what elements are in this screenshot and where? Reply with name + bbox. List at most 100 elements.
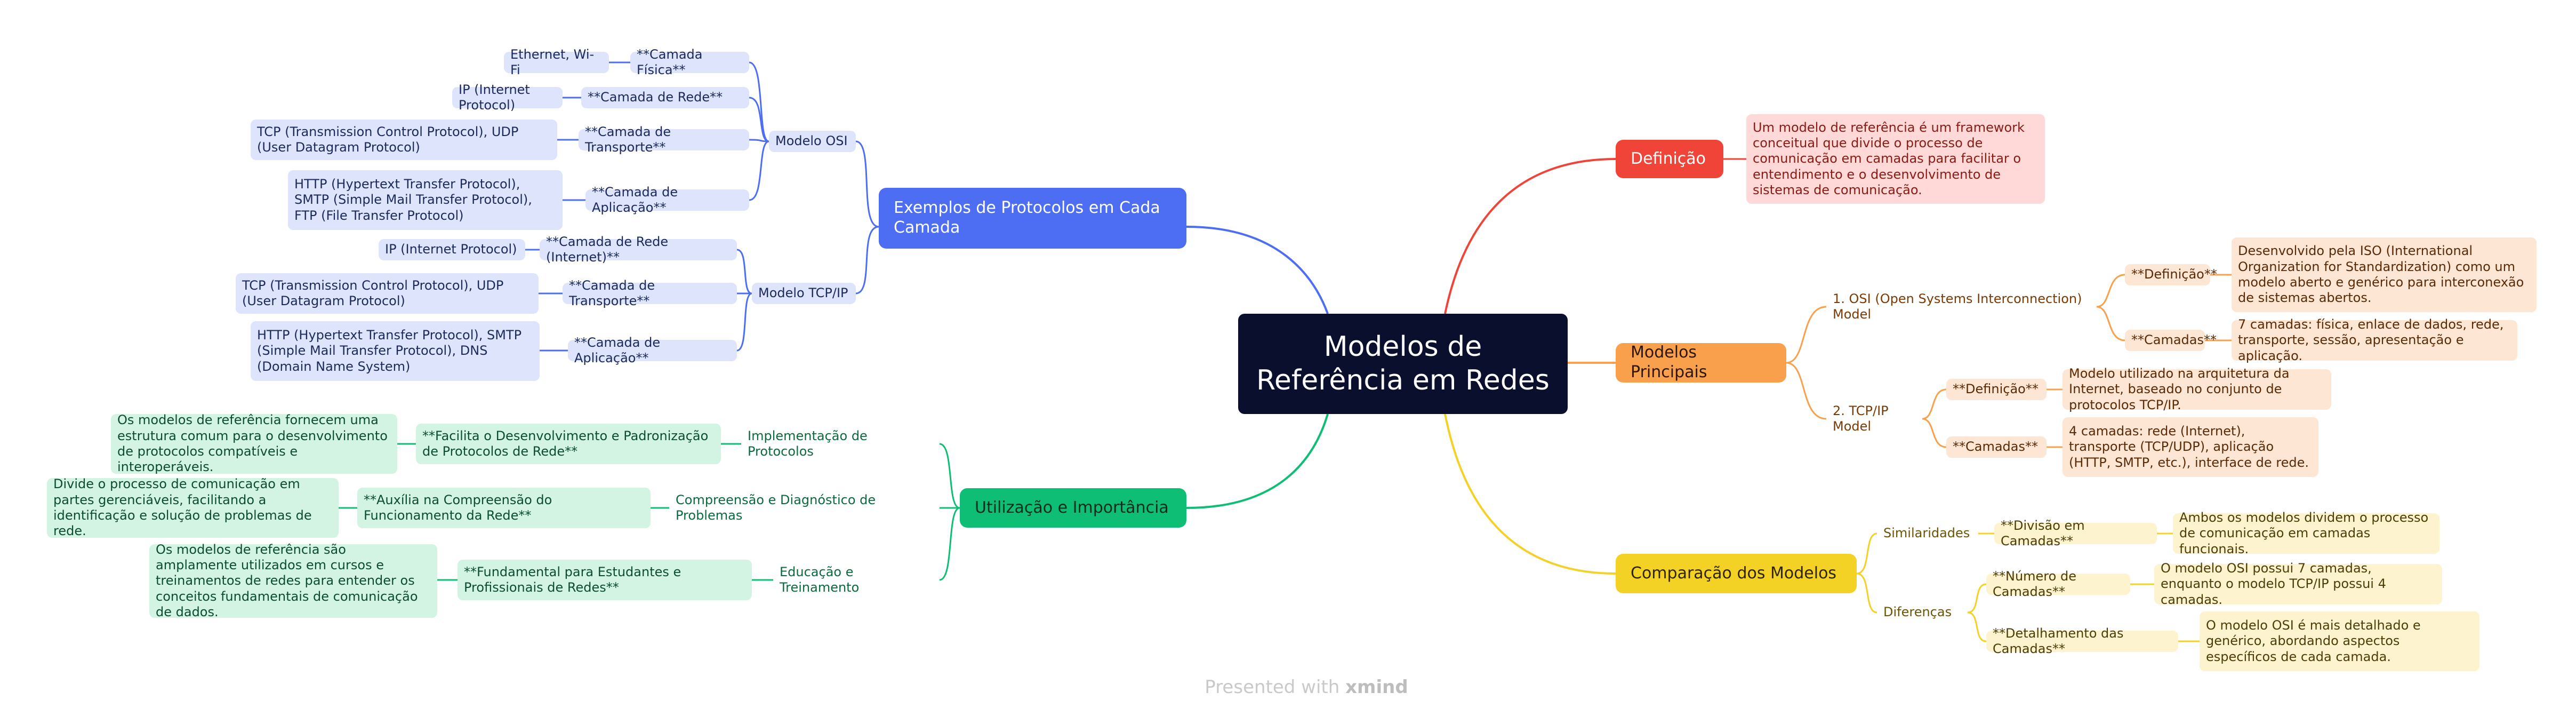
topic-utilizacao-importancia-label: Utilização e Importância: [975, 498, 1169, 517]
utilizacao-educacao-text-label: Os modelos de referência são amplamente …: [156, 542, 418, 619]
modelos-osi-camadas-text-label: 7 camadas: física, enlace de dados, rede…: [2238, 317, 2504, 363]
modelos-osi-definicao-text[interactable]: Desenvolvido pela ISO (International Org…: [2232, 237, 2537, 312]
comparacao-similaridades-label: Similaridades: [1883, 526, 1970, 541]
comparacao-numero-camadas-text[interactable]: O modelo OSI possui 7 camadas, enquanto …: [2154, 561, 2442, 607]
protocolos-osi-fisica-ex-label: Ethernet, Wi-Fi: [510, 46, 595, 77]
protocolos-osi-rede-ex-label: IP (Internet Protocol): [459, 82, 530, 113]
protocolos-osi-transporte-ex-label: TCP (Transmission Control Protocol), UDP…: [257, 124, 519, 155]
protocolos-tcp-aplicacao-ex[interactable]: HTTP (Hypertext Transfer Protocol), SMTP…: [251, 321, 540, 381]
utilizacao-implementacao-sub-label: **Facilita o Desenvolvimento e Padroniza…: [422, 428, 709, 459]
topic-modelos-principais[interactable]: Modelos Principais: [1616, 343, 1786, 383]
utilizacao-educacao-label: Educação e Treinamento: [780, 564, 860, 595]
definicao-text[interactable]: Um modelo de referência é um framework c…: [1746, 114, 2045, 204]
protocolos-osi-rede-ex[interactable]: IP (Internet Protocol): [452, 82, 563, 113]
utilizacao-compreensao-label: Compreensão e Diagnóstico de Problemas: [676, 492, 876, 523]
protocolos-osi-aplicacao-ex[interactable]: HTTP (Hypertext Transfer Protocol), SMTP…: [288, 170, 563, 230]
modelos-tcpip-camadas-label: **Camadas**: [1953, 439, 2038, 455]
modelos-tcpip-definicao-text-label: Modelo utilizado na arquitetura da Inter…: [2069, 366, 2290, 412]
modelos-tcpip-label: 2. TCP/IP Model: [1833, 403, 1889, 434]
protocolos-osi-aplicacao-ex-label: HTTP (Hypertext Transfer Protocol), SMTP…: [294, 177, 532, 223]
protocolos-tcp-aplicacao[interactable]: **Camada de Aplicação**: [568, 335, 737, 365]
utilizacao-implementacao-label: Implementação de Protocolos: [748, 428, 868, 459]
comparacao-detalhamento-label: **Detalhamento das Camadas**: [1993, 625, 2124, 656]
modelos-osi[interactable]: 1. OSI (Open Systems Interconnection) Mo…: [1826, 291, 2097, 322]
utilizacao-educacao-text[interactable]: Os modelos de referência são amplamente …: [149, 542, 437, 619]
root-topic-label: Modelos de Referência em Redes: [1256, 330, 1550, 396]
modelos-osi-definicao[interactable]: **Definição**: [2125, 264, 2217, 285]
protocolos-tcp-aplicacao-label: **Camada de Aplicação**: [574, 335, 661, 365]
utilizacao-implementacao-sub[interactable]: **Facilita o Desenvolvimento e Padroniza…: [416, 424, 721, 464]
comparacao-detalhamento-text[interactable]: O modelo OSI é mais detalhado e genérico…: [2200, 611, 2479, 671]
utilizacao-implementacao[interactable]: Implementação de Protocolos: [741, 428, 940, 459]
protocolos-osi-aplicacao[interactable]: **Camada de Aplicação**: [585, 185, 749, 215]
xmind-logo: xmind: [1345, 677, 1408, 698]
comparacao-detalhamento-text-label: O modelo OSI é mais detalhado e genérico…: [2206, 618, 2421, 664]
comparacao-divisao-label: **Divisão em Camadas**: [2001, 518, 2085, 548]
protocolos-osi-transporte-label: **Camada de Transporte**: [585, 124, 671, 155]
comparacao-numero-camadas-text-label: O modelo OSI possui 7 camadas, enquanto …: [2161, 561, 2386, 607]
protocolos-tcp-transporte-ex[interactable]: TCP (Transmission Control Protocol), UDP…: [236, 273, 539, 314]
comparacao-numero-camadas-label: **Número de Camadas**: [1993, 568, 2076, 599]
protocolos-osi-aplicacao-label: **Camada de Aplicação**: [592, 184, 678, 215]
utilizacao-compreensao-text[interactable]: Divide o processo de comunicação em part…: [47, 476, 339, 539]
utilizacao-educacao-sub[interactable]: **Fundamental para Estudantes e Profissi…: [458, 560, 752, 600]
modelos-osi-definicao-text-label: Desenvolvido pela ISO (International Org…: [2238, 243, 2524, 306]
modelos-osi-camadas-text[interactable]: 7 camadas: física, enlace de dados, rede…: [2232, 317, 2517, 363]
protocolos-modelo-osi-label: Modelo OSI: [775, 133, 848, 149]
footer-prefix: Presented with: [1205, 677, 1346, 698]
protocolos-tcp-rede-ex[interactable]: IP (Internet Protocol): [379, 239, 525, 260]
topic-utilizacao-importancia[interactable]: Utilização e Importância: [960, 488, 1186, 528]
protocolos-osi-rede-label: **Camada de Rede**: [588, 90, 723, 105]
modelos-osi-camadas-label: **Camadas**: [2131, 332, 2217, 348]
comparacao-diferencas-label: Diferenças: [1883, 604, 1952, 620]
protocolos-modelo-tcpip-label: Modelo TCP/IP: [758, 285, 848, 301]
protocolos-osi-rede[interactable]: **Camada de Rede**: [581, 87, 749, 108]
protocolos-tcp-transporte[interactable]: **Camada de Transporte**: [563, 278, 737, 308]
utilizacao-educacao-sub-label: **Fundamental para Estudantes e Profissi…: [464, 564, 681, 595]
utilizacao-implementacao-text-label: Os modelos de referência fornecem uma es…: [117, 412, 388, 475]
utilizacao-compreensao-text-label: Divide o processo de comunicação em part…: [53, 476, 312, 539]
protocolos-tcp-aplicacao-ex-label: HTTP (Hypertext Transfer Protocol), SMTP…: [257, 328, 522, 374]
comparacao-similaridades[interactable]: Similaridades: [1877, 523, 1978, 544]
protocolos-osi-fisica-ex[interactable]: Ethernet, Wi-Fi: [504, 47, 609, 77]
protocolos-modelo-osi[interactable]: Modelo OSI: [769, 131, 856, 152]
comparacao-numero-camadas[interactable]: **Número de Camadas**: [1986, 569, 2130, 599]
definicao-text-label: Um modelo de referência é um framework c…: [1753, 120, 2025, 197]
modelos-osi-definicao-label: **Definição**: [2131, 267, 2217, 282]
topic-definicao-label: Definição: [1631, 149, 1706, 168]
protocolos-tcp-transporte-ex-label: TCP (Transmission Control Protocol), UDP…: [242, 277, 504, 308]
utilizacao-compreensao-sub[interactable]: **Auxília na Compreensão do Funcionament…: [357, 488, 651, 528]
root-topic[interactable]: Modelos de Referência em Redes: [1238, 314, 1568, 414]
topic-definicao[interactable]: Definição: [1616, 140, 1723, 178]
modelos-tcpip[interactable]: 2. TCP/IP Model: [1826, 403, 1922, 434]
topic-comparacao[interactable]: Comparação dos Modelos: [1616, 554, 1857, 593]
modelos-tcpip-camadas-text[interactable]: 4 camadas: rede (Internet), transporte (…: [2063, 417, 2318, 477]
topic-comparacao-label: Comparação dos Modelos: [1631, 563, 1837, 583]
protocolos-tcp-transporte-label: **Camada de Transporte**: [569, 277, 655, 308]
comparacao-divisao-text[interactable]: Ambos os modelos dividem o processo de c…: [2173, 510, 2439, 556]
protocolos-osi-transporte[interactable]: **Camada de Transporte**: [579, 124, 749, 155]
protocolos-osi-transporte-ex[interactable]: TCP (Transmission Control Protocol), UDP…: [251, 120, 557, 160]
modelos-tcpip-definicao-text[interactable]: Modelo utilizado na arquitetura da Inter…: [2063, 366, 2331, 412]
comparacao-divisao[interactable]: **Divisão em Camadas**: [1994, 518, 2157, 548]
protocolos-tcp-rede[interactable]: **Camada de Rede (Internet)**: [540, 234, 737, 265]
utilizacao-compreensao[interactable]: Compreensão e Diagnóstico de Problemas: [669, 492, 940, 523]
topic-exemplos-protocolos[interactable]: Exemplos de Protocolos em Cada Camada: [879, 188, 1186, 249]
modelos-osi-camadas[interactable]: **Camadas**: [2125, 330, 2217, 351]
utilizacao-compreensao-sub-label: **Auxília na Compreensão do Funcionament…: [364, 492, 552, 523]
topic-modelos-principais-label: Modelos Principais: [1631, 343, 1707, 381]
comparacao-detalhamento[interactable]: **Detalhamento das Camadas**: [1986, 626, 2178, 656]
topic-exemplos-protocolos-label: Exemplos de Protocolos em Cada Camada: [894, 198, 1160, 237]
modelos-tcpip-camadas[interactable]: **Camadas**: [1946, 436, 2047, 458]
utilizacao-implementacao-text[interactable]: Os modelos de referência fornecem uma es…: [111, 412, 397, 475]
protocolos-modelo-tcpip[interactable]: Modelo TCP/IP: [752, 283, 856, 304]
protocolos-tcp-rede-label: **Camada de Rede (Internet)**: [546, 234, 669, 265]
comparacao-diferencas[interactable]: Diferenças: [1877, 602, 1968, 623]
footer-watermark: Presented with xmind: [1200, 677, 1413, 698]
protocolos-osi-fisica[interactable]: **Camada Física**: [630, 47, 749, 77]
utilizacao-educacao[interactable]: Educação e Treinamento: [773, 564, 940, 595]
modelos-tcpip-definicao[interactable]: **Definição**: [1946, 379, 2047, 400]
modelos-tcpip-definicao-label: **Definição**: [1953, 381, 2039, 397]
modelos-tcpip-camadas-text-label: 4 camadas: rede (Internet), transporte (…: [2069, 424, 2309, 470]
